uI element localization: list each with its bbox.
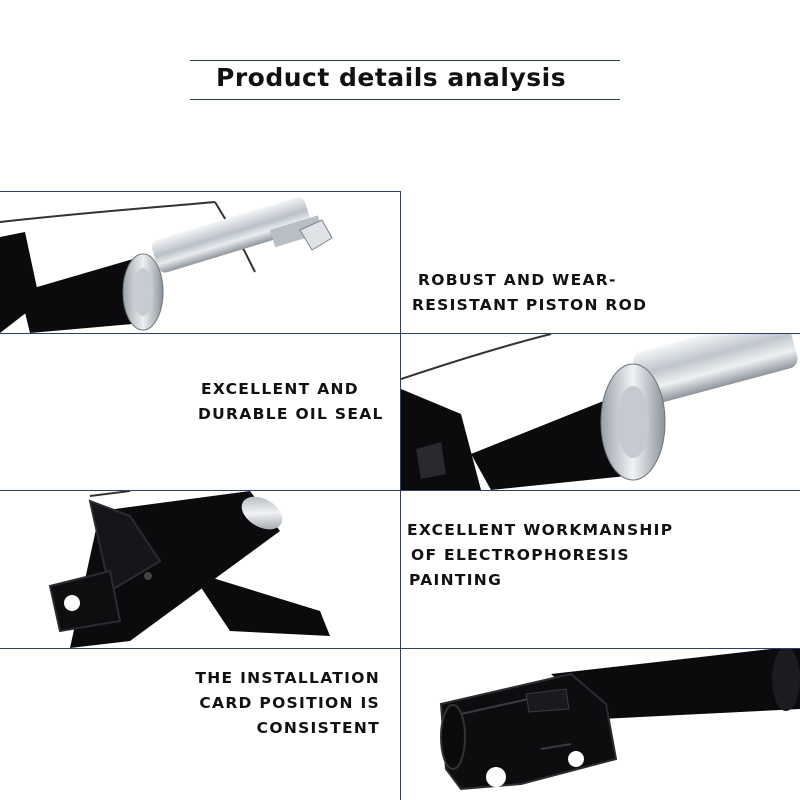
electrophoresis-painting-photo [0,491,400,648]
installation-card-photo [401,649,800,800]
caption-line: EXCELLENT AND [201,380,359,398]
feature-caption-painting: EXCELLENT WORKMANSHIP OF ELECTROPHORESIS… [407,518,673,593]
caption-line: PAINTING [409,571,503,589]
grid-rule [0,191,401,192]
title-bottom-rule [190,99,620,100]
piston-rod-photo [0,192,400,333]
feature-caption-installation: THE INSTALLATION CARD POSITION IS CONSIS… [188,666,380,741]
caption-line: ROBUST AND WEAR- [418,271,617,289]
feature-caption-oil-seal: EXCELLENT AND DURABLE OIL SEAL [198,377,384,427]
caption-line: DURABLE OIL SEAL [198,405,384,423]
caption-line: RESISTANT PISTON ROD [412,296,648,314]
page-title-block: Product details analysis [190,60,620,100]
oil-seal-photo [401,334,800,490]
title-top-rule [190,60,620,61]
feature-caption-piston-rod: ROBUST AND WEAR- RESISTANT PISTON ROD [412,268,647,318]
grid-rule [400,191,401,800]
page-title: Product details analysis [216,63,567,92]
caption-line: EXCELLENT WORKMANSHIP [407,521,674,539]
caption-line: CONSISTENT [256,719,380,737]
caption-line: CARD POSITION IS [199,694,380,712]
caption-line: OF ELECTROPHORESIS [411,546,630,564]
caption-line: THE INSTALLATION [195,669,380,687]
